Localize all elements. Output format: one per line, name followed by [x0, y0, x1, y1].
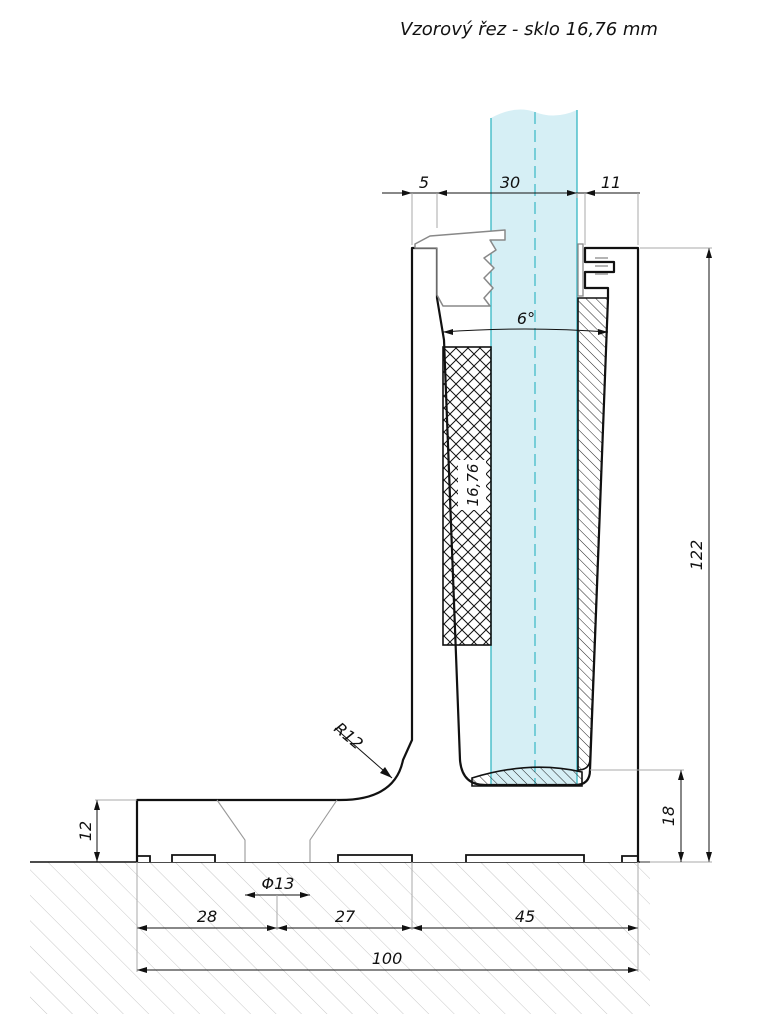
dim-base-h: 12	[76, 821, 95, 841]
profile-feet	[136, 854, 638, 862]
wedge	[577, 297, 609, 771]
dim-bottom-a: 28	[197, 907, 217, 926]
screw-hole	[216, 799, 338, 862]
ground-hatch	[30, 862, 650, 1014]
dim-total: 100	[372, 949, 403, 968]
profile-outline	[135, 246, 640, 862]
dim-top-right: 11	[601, 173, 621, 192]
bottom-pad	[471, 766, 583, 787]
dim-height: 122	[687, 540, 706, 571]
dim-hole: Φ13	[262, 874, 295, 893]
dim-top-mid: 30	[500, 173, 520, 192]
dim-bottom-c: 45	[515, 907, 535, 926]
dim-radius: R12	[330, 719, 366, 754]
dim-angle: 6°	[517, 309, 535, 328]
gasket-right	[577, 243, 608, 297]
glass-label-bg	[458, 460, 486, 510]
drawing-title: Vzorový řez - sklo 16,76 mm	[400, 19, 658, 40]
arrowheads	[94, 190, 712, 973]
dim-glass: 16,76	[464, 464, 482, 507]
dim-bottom-gap: 18	[659, 806, 678, 826]
gasket-left	[414, 229, 506, 307]
glass-pane	[490, 109, 578, 793]
dim-bottom-b: 27	[335, 907, 356, 926]
dim-top-left: 5	[419, 173, 429, 192]
